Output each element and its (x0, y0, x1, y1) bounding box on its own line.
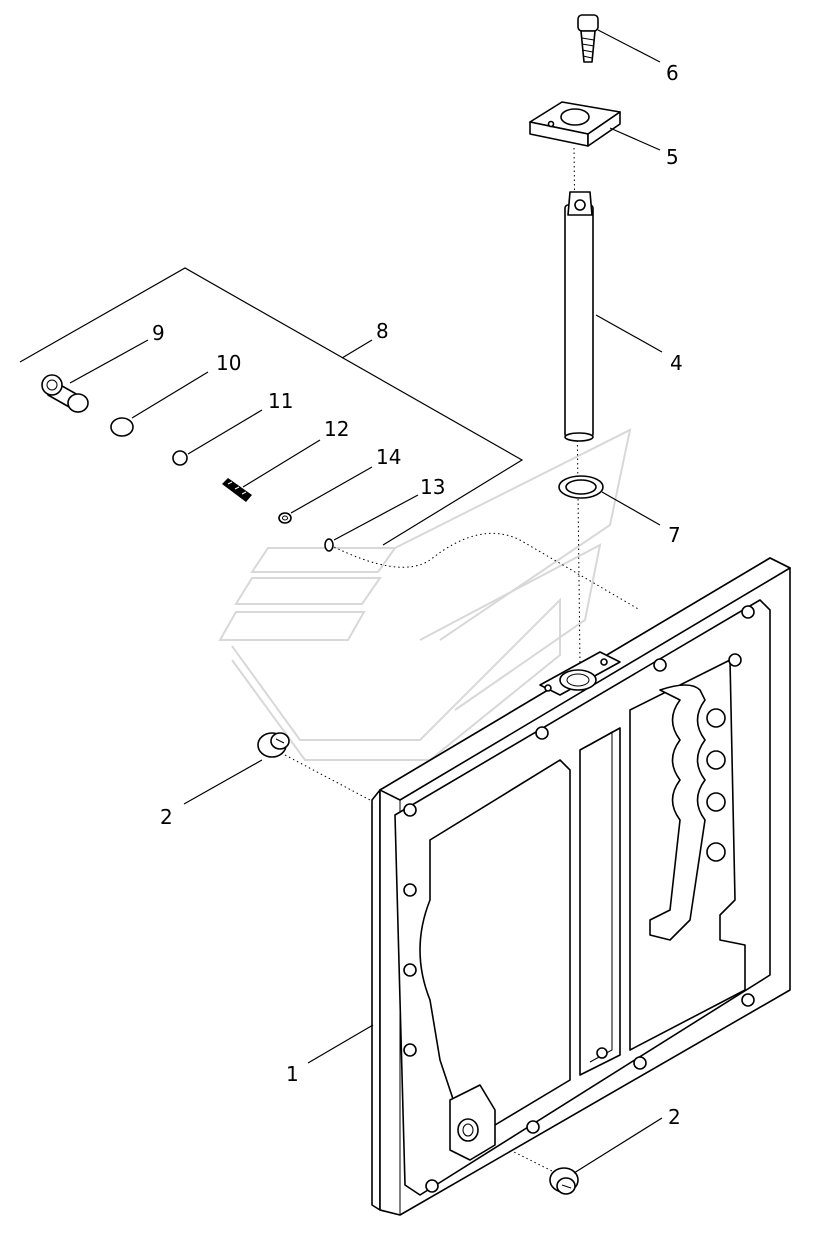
part-10-o-ring (110, 417, 134, 437)
callout-1: 1 (286, 1062, 299, 1086)
part-7-washer (558, 475, 604, 499)
callout-4: 4 (670, 351, 683, 375)
callout-6: 6 (666, 61, 679, 85)
part-11-ball (172, 450, 188, 466)
callout-2-upper: 2 (160, 805, 173, 829)
callout-9: 9 (152, 321, 165, 345)
callout-11: 11 (268, 389, 293, 413)
callout-10: 10 (216, 351, 241, 375)
callout-7: 7 (668, 523, 681, 547)
part-1-housing-plate (371, 557, 791, 1216)
callout-labels: 6 5 4 7 8 9 10 11 12 14 13 2 2 1 (152, 61, 683, 1129)
callout-5: 5 (666, 145, 679, 169)
callout-14: 14 (376, 445, 401, 469)
part-2-plug-lower (549, 1167, 579, 1195)
part-4-shaft (564, 191, 594, 442)
kit-bracket-8 (19, 267, 524, 546)
leader-lines (69, 29, 663, 1174)
part-12-spring (222, 478, 252, 502)
callout-12: 12 (324, 417, 349, 441)
watermark-logo (218, 428, 632, 761)
part-5-retaining-plate (529, 101, 621, 147)
part-2-plug-upper (257, 732, 290, 758)
callout-8: 8 (376, 319, 389, 343)
callout-13: 13 (420, 475, 445, 499)
part-9-detent-pin (41, 374, 89, 413)
part-13-o-ring (324, 538, 334, 552)
part-14-washer (278, 512, 292, 524)
callout-2-lower: 2 (668, 1105, 681, 1129)
part-6-cap-screw (577, 14, 599, 63)
